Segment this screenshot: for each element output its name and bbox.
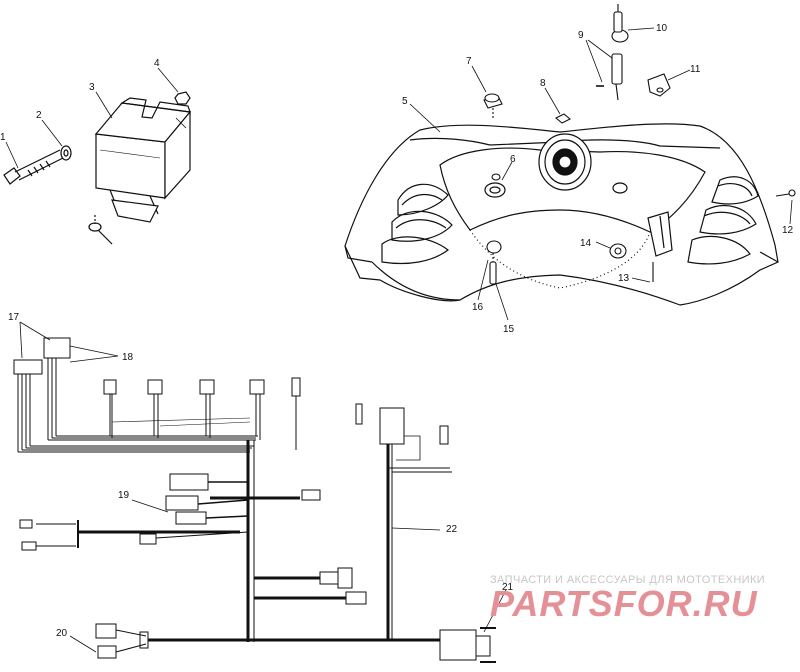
regulator-assembly (3, 91, 192, 245)
callout-6: 6 (510, 154, 516, 165)
bracket-part (647, 73, 671, 97)
callout-9: 9 (578, 30, 584, 41)
callout-11: 11 (690, 64, 701, 75)
callout-21: 21 (502, 582, 514, 593)
bolt-part (3, 149, 64, 185)
bulb-socket-part (486, 240, 502, 285)
watermark-logo: PARTSFOR.RU (490, 583, 758, 624)
screw-part (775, 189, 796, 197)
fuse-holder-part (596, 53, 623, 101)
callout-18: 18 (122, 352, 134, 363)
switch-part (611, 4, 629, 43)
callout-10: 10 (656, 23, 668, 34)
nut-part (174, 91, 191, 105)
leader-lines (5, 27, 793, 653)
callout-13: 13 (618, 273, 630, 284)
callout-5: 5 (402, 96, 408, 107)
callout-22: 22 (446, 524, 458, 535)
callout-8: 8 (540, 78, 546, 89)
small-parts (483, 4, 796, 285)
washer-part (60, 145, 72, 161)
watermark: ЗАПЧАСТИ И АКСЕССУАРЫ ДЛЯ МОТОТЕХНИКИ PA… (490, 574, 765, 624)
callout-17: 17 (8, 312, 20, 323)
callout-4: 4 (154, 58, 160, 69)
callout-16: 16 (472, 302, 484, 313)
clip-part (555, 113, 571, 124)
callout-12: 12 (782, 225, 794, 236)
regulator-box-part (94, 97, 192, 223)
callout-1: 1 (0, 132, 6, 143)
pod-housing-part (344, 123, 779, 306)
callout-14: 14 (580, 238, 592, 249)
wiring-harness-part (13, 337, 496, 663)
callout-15: 15 (503, 324, 515, 335)
watermark-tagline: ЗАПЧАСТИ И АКСЕССУАРЫ ДЛЯ МОТОТЕХНИКИ (490, 574, 765, 586)
callout-labels: 1 2 3 4 5 6 7 8 9 10 11 12 13 14 15 16 1… (0, 23, 794, 639)
callout-19: 19 (118, 490, 130, 501)
callout-2: 2 (36, 110, 42, 121)
callout-7: 7 (466, 56, 472, 67)
callout-20: 20 (56, 628, 68, 639)
indicator-lamp-part (483, 93, 503, 118)
callout-3: 3 (89, 82, 95, 93)
